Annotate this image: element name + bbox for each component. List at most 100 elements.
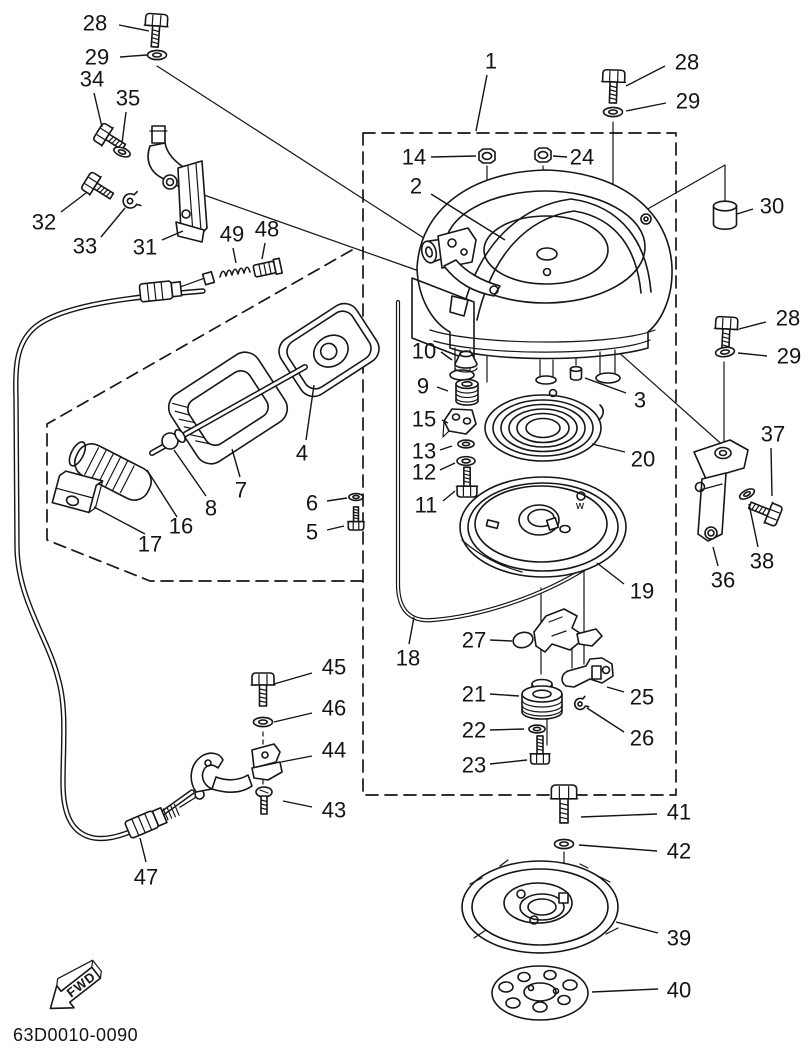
callout-label-6: 6 <box>306 491 318 516</box>
callout-label-10: 10 <box>412 339 436 364</box>
callout-label-8: 8 <box>205 496 217 521</box>
bolt-37 <box>744 493 785 529</box>
leader-line-36 <box>713 547 718 566</box>
callout-label-5: 5 <box>306 520 318 545</box>
leader-line-32 <box>61 193 86 212</box>
rope-anchor-17 <box>52 470 102 514</box>
leader-line-41 <box>581 814 657 817</box>
bolt-28-top <box>600 68 627 105</box>
leader-line-20 <box>592 444 625 452</box>
cable-clamp <box>252 744 282 780</box>
callout-label-28: 28 <box>776 306 800 331</box>
leader-line-28 <box>119 25 149 31</box>
callout-label-16: 16 <box>169 514 193 539</box>
throttle-lever <box>191 753 252 792</box>
washer-29-top <box>602 106 624 118</box>
callout-label-14: 14 <box>402 145 426 170</box>
mount-bracket-31 <box>148 126 207 242</box>
rope-reel-19 <box>460 477 626 577</box>
drive-plate-40 <box>492 966 588 1020</box>
callout-label-29: 29 <box>85 45 109 70</box>
reel-w-marking: w <box>576 499 585 512</box>
grommet-9 <box>456 380 478 405</box>
leader-line-28 <box>626 66 665 86</box>
callout-label-28: 28 <box>675 50 699 75</box>
washer-6 <box>348 492 364 502</box>
nut-14 <box>478 148 496 164</box>
callout-label-1: 1 <box>485 49 497 74</box>
leader-line-6 <box>327 498 347 501</box>
bracket-15 <box>443 409 476 437</box>
washer-13 <box>457 439 475 449</box>
callout-label-41: 41 <box>667 800 691 825</box>
fwd-arrow: FWD <box>39 955 109 1020</box>
callout-label-11: 11 <box>415 493 438 518</box>
spring-49 <box>220 267 250 277</box>
cap-10 <box>455 351 477 372</box>
bolt-41 <box>549 784 579 824</box>
callout-label-12: 12 <box>412 460 436 485</box>
callout-label-35: 35 <box>116 86 140 111</box>
drawing-number: 63D0010-0090 <box>13 1025 138 1045</box>
leader-line-14 <box>431 156 476 157</box>
clamp-screw <box>256 787 272 814</box>
leader-line-48 <box>262 243 265 259</box>
leader-line-4 <box>306 385 314 440</box>
handle-mount-4 <box>273 298 384 402</box>
callout-label-31: 31 <box>133 235 157 260</box>
leader-line-2 <box>431 194 505 240</box>
leader-line-8 <box>174 450 206 496</box>
washer-29-topleft <box>146 49 168 61</box>
leader-line-45 <box>274 673 312 684</box>
callout-label-13: 13 <box>412 439 436 464</box>
leader-line-19 <box>597 563 624 584</box>
assembly-boundary-box <box>47 133 676 795</box>
callout-label-25: 25 <box>630 685 654 710</box>
callout-label-38: 38 <box>750 549 774 574</box>
callout-label-20: 20 <box>631 447 655 472</box>
leader-line-46 <box>274 713 312 722</box>
throttle-cable <box>16 272 216 839</box>
callout-label-33: 33 <box>73 234 97 259</box>
leader-line-5 <box>327 526 344 530</box>
leader-line-49 <box>233 248 236 263</box>
spiral-spring-20 <box>485 390 603 462</box>
leader-line-29 <box>120 55 147 57</box>
starter-rope <box>398 302 586 620</box>
callout-label-36: 36 <box>711 568 735 593</box>
leader-line-25 <box>607 687 624 692</box>
callout-label-44: 44 <box>322 738 346 763</box>
bolt-5 <box>347 506 365 531</box>
callout-label-40: 40 <box>667 978 691 1003</box>
leader-line-43 <box>283 801 312 807</box>
callout-label-34: 34 <box>80 67 104 92</box>
clamp-bolt <box>250 672 276 707</box>
leader-line-23 <box>490 760 527 764</box>
callout-label-19: 19 <box>630 579 654 604</box>
friction-plate-25 <box>562 658 613 687</box>
callout-label-4: 4 <box>296 441 308 466</box>
leader-line-17 <box>94 507 145 534</box>
leader-line-34 <box>94 93 102 127</box>
leader-line-29 <box>738 353 767 356</box>
callout-label-17: 17 <box>138 532 162 557</box>
clip-26 <box>572 695 590 712</box>
spacer-30 <box>712 200 738 231</box>
leader-line-38 <box>749 504 758 547</box>
callout-label-28: 28 <box>83 11 107 36</box>
callout-label-30: 30 <box>760 194 784 219</box>
clip-33 <box>120 190 142 211</box>
bolt-32 <box>79 169 119 207</box>
callout-label-46: 46 <box>322 696 346 721</box>
callout-label-15: 15 <box>412 407 436 432</box>
leader-line-24 <box>553 156 567 157</box>
leader-line-27 <box>490 640 512 641</box>
shaft-collar <box>173 428 187 444</box>
leader-line-26 <box>587 708 624 732</box>
leader-line-30 <box>737 209 753 214</box>
leader-line-39 <box>616 922 658 933</box>
leader-line-15 <box>442 420 448 423</box>
